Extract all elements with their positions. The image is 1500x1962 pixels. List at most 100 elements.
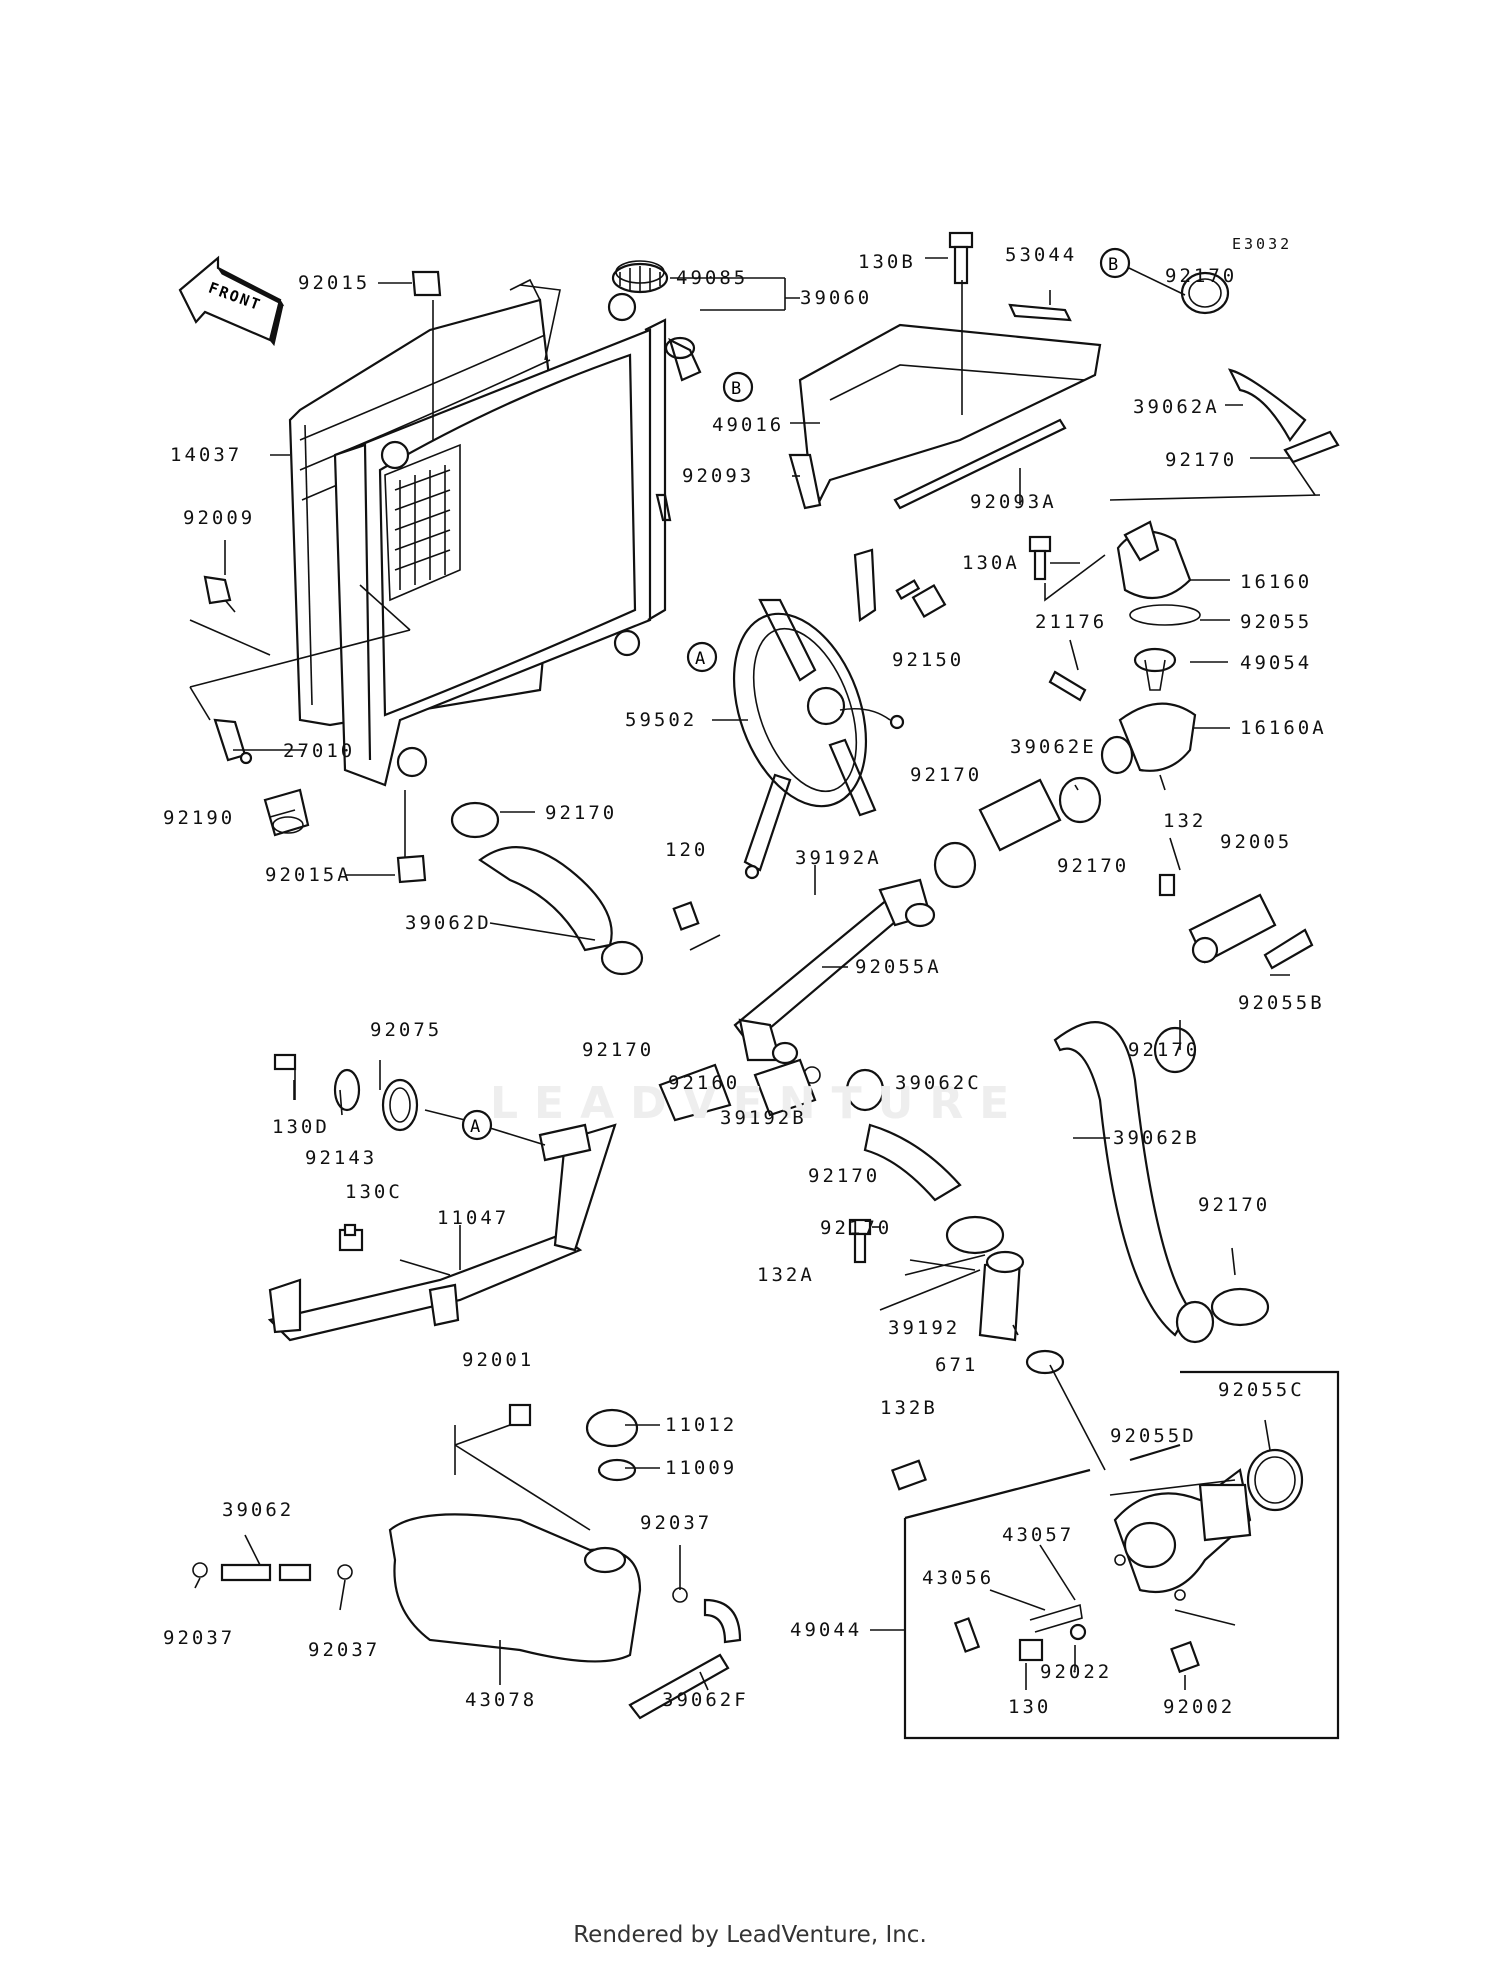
part-label: 671: [935, 1354, 979, 1376]
part-label: 49016: [712, 414, 785, 436]
svg-text:A: A: [695, 649, 705, 669]
clip-92015a: [396, 854, 427, 884]
part-label: 53044: [1005, 244, 1078, 266]
ref-marker-a-1: A: [686, 641, 718, 673]
pipe-39192a: [672, 878, 936, 1084]
radiator-inlet: [664, 336, 702, 382]
grommet-92075: [333, 1068, 419, 1132]
part-label: 14037: [170, 444, 243, 466]
part-label: 92170: [1128, 1039, 1201, 1061]
part-label: 39062: [222, 1499, 295, 1521]
part-label: 132B: [880, 1397, 938, 1419]
part-label: 132A: [757, 1264, 815, 1286]
part-label: 59502: [625, 709, 698, 731]
part-label: 39192B: [720, 1107, 807, 1129]
part-label: 39062B: [1113, 1127, 1200, 1149]
part-label: 92001: [462, 1349, 535, 1371]
part-label: 39060: [800, 287, 873, 309]
part-label: 92037: [640, 1512, 713, 1534]
part-label: 92015A: [265, 864, 352, 886]
ref-marker-b-2: B: [1099, 247, 1131, 279]
thermostat-housing: [1100, 520, 1201, 791]
svg-text:B: B: [1108, 255, 1118, 275]
ref-marker-b-1: B: [722, 371, 754, 403]
part-label: 11012: [665, 1414, 738, 1436]
part-label: 43057: [1002, 1524, 1075, 1546]
part-label: 130D: [272, 1116, 330, 1138]
radiator-core: [333, 292, 672, 787]
pump-box: [891, 1370, 1340, 1740]
hose-39062a: [1180, 271, 1340, 464]
bolt-130b: [948, 231, 974, 285]
cooling-fan: [732, 548, 905, 880]
part-label: 92170: [1198, 1194, 1271, 1216]
part-label: 92037: [308, 1639, 381, 1661]
part-label: 92093A: [970, 491, 1057, 513]
part-label: 92170: [582, 1039, 655, 1061]
part-label: 130: [1008, 1696, 1052, 1718]
part-label: 39062C: [895, 1072, 982, 1094]
part-label: 49085: [676, 267, 749, 289]
part-label: 92170: [545, 802, 618, 824]
fan-switch-27010: [213, 718, 253, 765]
part-label: 39062F: [662, 1689, 749, 1711]
part-label: 92005: [1220, 831, 1293, 853]
part-label: 132: [1163, 810, 1207, 832]
part-label: 92055: [1240, 611, 1313, 633]
part-label: 92190: [163, 807, 236, 829]
part-label: 92022: [1040, 1661, 1113, 1683]
part-label: 39062A: [1133, 396, 1220, 418]
part-label: 39062E: [1010, 736, 1097, 758]
part-label: 92150: [892, 649, 965, 671]
part-label: 16160A: [1240, 717, 1327, 739]
part-label: 92055C: [1218, 1379, 1305, 1401]
part-label: 39192A: [795, 847, 882, 869]
part-label: 16160: [1240, 571, 1313, 593]
bolt-130a: [1028, 535, 1052, 581]
part-label: 92055B: [1238, 992, 1325, 1014]
part-label: 49054: [1240, 652, 1313, 674]
part-label: 130B: [858, 251, 916, 273]
diagram-code: E3032: [1232, 235, 1293, 253]
part-label: 92055A: [855, 956, 942, 978]
part-label: 92160: [668, 1072, 741, 1094]
radiator-cap: [611, 260, 669, 294]
part-label: 11047: [437, 1207, 510, 1229]
part-label: 92170: [1165, 265, 1238, 287]
part-label: 92055D: [1110, 1425, 1197, 1447]
part-label: 92009: [183, 507, 256, 529]
hose-39062: [192, 1562, 353, 1582]
seal-strips: [788, 303, 1072, 510]
part-label: 92002: [1163, 1696, 1236, 1718]
footer-credit: Rendered by LeadVenture, Inc.: [573, 1922, 927, 1948]
part-label: 92170: [808, 1165, 881, 1187]
part-label: 120: [665, 839, 709, 861]
part-label: 92143: [305, 1147, 378, 1169]
part-label: 21176: [1035, 611, 1108, 633]
part-label: 92075: [370, 1019, 443, 1041]
part-label: 92170: [820, 1217, 893, 1239]
part-label: 49044: [790, 1619, 863, 1641]
part-label: 130A: [962, 552, 1020, 574]
part-label: 92170: [1057, 855, 1130, 877]
part-label: 92093: [682, 465, 755, 487]
svg-text:A: A: [470, 1117, 480, 1137]
hose-39062b: [1053, 1021, 1270, 1344]
ref-marker-a-2: A: [461, 1109, 493, 1141]
part-label: 43056: [922, 1567, 995, 1589]
switch-92009: [203, 575, 236, 613]
part-label: 92170: [1165, 449, 1238, 471]
hose-39062e: [933, 776, 1102, 889]
watermark: LEADVENTURE: [490, 1078, 1026, 1129]
clip-92015: [411, 270, 442, 297]
pipe-39192: [848, 1218, 1065, 1375]
leader-lines: [189, 257, 1321, 1691]
hose-39062f: [628, 1587, 742, 1720]
hose-39062c: [845, 1068, 1005, 1255]
part-label: 11009: [665, 1457, 738, 1479]
bracket-11047: [267, 1053, 617, 1342]
hoses-92160: [658, 1058, 817, 1122]
bolt-92150: [895, 579, 947, 619]
front-arrow-icon: FRONT: [178, 255, 285, 347]
